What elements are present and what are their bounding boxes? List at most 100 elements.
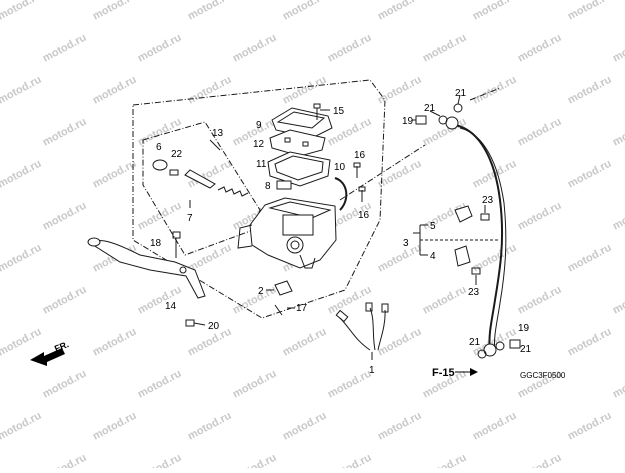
watermark-text: motod.ru xyxy=(41,200,89,233)
callout-21b: 21 xyxy=(424,103,436,114)
cylinder-bore-inner xyxy=(290,240,300,250)
callout-1: 1 xyxy=(369,365,375,376)
callout-16b: 16 xyxy=(358,210,370,221)
watermark-text: motod.ru xyxy=(186,74,234,107)
watermark-text: motod.ru xyxy=(611,368,625,401)
cap-plate xyxy=(276,111,326,129)
watermark-text: motod.ru xyxy=(471,410,519,443)
leader-20 xyxy=(193,322,206,326)
plate-screw-1 xyxy=(284,137,291,143)
callout-8: 8 xyxy=(265,181,271,192)
callout-23a: 23 xyxy=(482,195,494,206)
cap-screw-head xyxy=(313,103,321,109)
piston-rod xyxy=(184,169,216,189)
watermark-text: motod.ru xyxy=(611,284,625,317)
bolt-16a-head xyxy=(353,162,361,168)
figure-ref-label: F-15 xyxy=(432,367,455,379)
watermark-text: motod.ru xyxy=(376,0,424,23)
callout-16a: 16 xyxy=(354,150,366,161)
watermark-text: motod.ru xyxy=(326,116,374,149)
reservoir-opening xyxy=(282,214,314,236)
watermark-text: motod.ru xyxy=(136,32,184,65)
washer-21-top xyxy=(453,103,463,113)
watermark-text: motod.ru xyxy=(281,410,329,443)
watermark-text: motod.ru xyxy=(376,158,424,191)
callout-22: 22 xyxy=(171,149,183,160)
watermark-text: motod.ru xyxy=(0,0,44,23)
watermark-text: motod.ru xyxy=(186,410,234,443)
watermark-text: motod.ru xyxy=(471,242,519,275)
watermark-text: motod.ru xyxy=(326,284,374,317)
watermark-text: motod.ru xyxy=(231,284,279,317)
callout-labels: 1 2 3 4 5 6 7 8 9 10 11 12 13 14 15 16 1… xyxy=(150,88,532,376)
lever-tip xyxy=(87,237,101,247)
watermark-text: motod.ru xyxy=(41,368,89,401)
watermark-text: motod.ru xyxy=(376,410,424,443)
watermark-text: motod.ru xyxy=(326,452,374,468)
watermark-text: motod.ru xyxy=(91,158,139,191)
callout-18: 18 xyxy=(150,238,162,249)
mount-foot xyxy=(299,254,316,269)
leader-21a xyxy=(457,94,461,105)
watermark-text: motod.ru xyxy=(0,326,44,359)
watermark-text: motod.ru xyxy=(516,200,564,233)
diaphragm-plate xyxy=(269,129,326,157)
cylinder-bore xyxy=(286,236,304,254)
callout-17: 17 xyxy=(296,303,308,314)
sensor-switch xyxy=(276,180,292,190)
watermark-text: motod.ru xyxy=(0,410,44,443)
watermark-text: motod.ru xyxy=(281,0,329,23)
watermark-text: motod.ru xyxy=(421,452,469,468)
callout-3: 3 xyxy=(403,238,409,249)
watermark-text: motod.ru xyxy=(566,0,614,23)
front-direction-arrow: FR. xyxy=(30,339,70,366)
watermark-text: motod.ru xyxy=(281,74,329,107)
upper-banjo xyxy=(445,116,459,130)
watermark-text: motod.ru xyxy=(611,200,625,233)
watermark-text: motod.ru xyxy=(516,32,564,65)
bolt-23a xyxy=(480,213,490,221)
brake-hose xyxy=(454,124,504,351)
watermark-text: motod.ru xyxy=(231,368,279,401)
callout-23b: 23 xyxy=(468,287,480,298)
upper-banjo-washer xyxy=(438,115,448,125)
callout-12: 12 xyxy=(253,139,265,150)
wire-c xyxy=(377,309,386,351)
guide-line-upper xyxy=(469,87,501,101)
leader-21b xyxy=(429,110,441,117)
lower-banjo-bolt xyxy=(509,339,521,349)
callout-5: 5 xyxy=(430,221,436,232)
hose-guide-4 xyxy=(454,245,471,267)
watermark-text: motod.ru xyxy=(91,0,139,23)
callout-21a: 21 xyxy=(455,88,467,99)
diaphragm-inner xyxy=(274,155,324,181)
connector-c xyxy=(381,303,389,313)
watermark-text: motod.ru xyxy=(611,452,625,468)
watermark-text: motod.ru xyxy=(41,452,89,468)
watermark-text: motod.ru xyxy=(41,116,89,149)
lower-banjo-washer-a xyxy=(477,349,487,359)
bolt-23b xyxy=(471,267,481,275)
stop-switch xyxy=(274,280,293,296)
lower-banjo-washer-b xyxy=(495,341,505,351)
upper-banjo-bolt xyxy=(415,115,427,125)
brake-hose-inner xyxy=(459,127,507,353)
callout-19a: 19 xyxy=(402,116,414,127)
watermark-text: motod.ru xyxy=(471,0,519,23)
callout-4: 4 xyxy=(430,251,436,262)
watermark-text: motod.ru xyxy=(281,326,329,359)
watermark-text: motod.ru xyxy=(566,74,614,107)
watermark-text: motod.ru xyxy=(376,74,424,107)
watermark-text: motod.ru xyxy=(0,74,44,107)
callout-15: 15 xyxy=(333,106,345,117)
callout-21d: 21 xyxy=(520,344,532,355)
spring xyxy=(217,186,249,197)
watermark-text: motod.ru xyxy=(0,158,44,191)
watermark-text: motod.ru xyxy=(91,326,139,359)
connector-a xyxy=(335,309,349,323)
watermark-text: motod.ru xyxy=(231,452,279,468)
mounting-lug xyxy=(237,224,253,249)
watermark-text: motod.ru xyxy=(136,368,184,401)
switch-screw xyxy=(274,304,283,316)
